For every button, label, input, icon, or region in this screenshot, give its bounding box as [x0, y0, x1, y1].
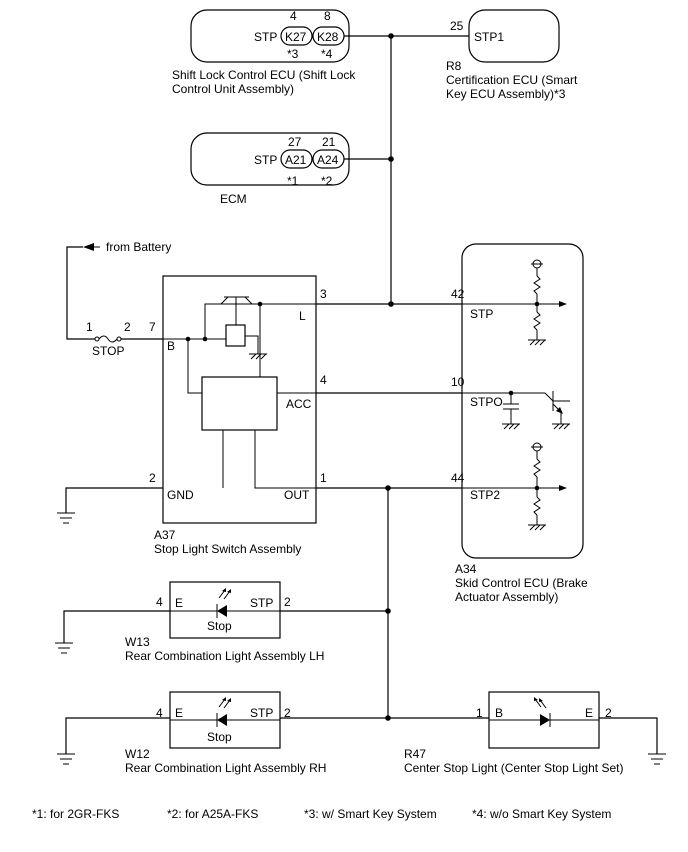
rh-name: Rear Combination Light Assembly RH [125, 761, 326, 775]
rear-light-lh: 4 E STP 2 Stop W13 Rear Combination Ligh… [55, 581, 388, 663]
cert-code: R8 [446, 59, 462, 73]
ecm-name: ECM [220, 192, 247, 206]
center-name: Center Stop Light (Center Stop Light Set… [404, 761, 623, 775]
skid-term-stp: STP [470, 307, 493, 321]
note-star4: *4 [321, 47, 333, 61]
skid-pin-42: 42 [451, 287, 465, 301]
note-star2: *2 [321, 174, 333, 188]
switch-term-l: L [299, 309, 306, 323]
footnote-1: *1: for 2GR-FKS [32, 807, 119, 821]
shift-lock-ecu-name-1: Shift Lock Control ECU (Shift Lock [172, 68, 356, 82]
switch-pin-7: 7 [149, 320, 156, 334]
rear-light-rh: 4 E STP 2 Stop W12 Rear Combination Ligh… [57, 691, 489, 775]
stop-fuse: 1 2 STOP [86, 320, 163, 358]
switch-pin-3: 3 [320, 287, 327, 301]
skid-code: A34 [455, 562, 477, 576]
skid-control-ecu: 42 STP 10 STPO 44 STP2 A34 Skid Control … [451, 243, 588, 604]
fuse-pin-2: 2 [124, 320, 131, 334]
center-code: R47 [404, 747, 426, 761]
lh-term-stp: STP [250, 596, 273, 610]
footnote-2: *2: for A25A-FKS [167, 807, 258, 821]
skid-name-2: Actuator Assembly) [455, 590, 558, 604]
ecm-stp-terminal: STP [254, 153, 277, 167]
pin-4: 4 [290, 9, 297, 23]
lh-term-e: E [175, 596, 183, 610]
lh-pin-4: 4 [156, 595, 163, 609]
pin-25: 25 [450, 19, 464, 33]
switch-name: Stop Light Switch Assembly [154, 542, 301, 556]
rh-pin-2: 2 [284, 706, 291, 720]
cert-stp1-terminal: STP1 [474, 30, 504, 44]
connector-a21: A21 [285, 153, 307, 167]
pin-8: 8 [324, 9, 331, 23]
cert-name-2: Key ECU Assembly)*3 [446, 87, 566, 101]
switch-to-ecu-wiring [316, 303, 462, 721]
switch-pin-1: 1 [320, 471, 327, 485]
shift-lock-ecu: STP K27 K28 4 8 *3 *4 Shift Lock Control… [172, 9, 356, 96]
rh-term-e: E [175, 706, 183, 720]
fuse-pin-1: 1 [86, 320, 93, 334]
cert-name-1: Certification ECU (Smart [446, 73, 578, 87]
stop-light-switch: 7 B 3 L 4 ACC 2 GND 1 OUT A37 Stop Light… [149, 275, 327, 556]
footnote-3: *3: w/ Smart Key System [304, 807, 437, 821]
switch-term-b: B [167, 339, 175, 353]
pin-21: 21 [322, 135, 336, 149]
connector-k27: K27 [285, 30, 307, 44]
switch-pin-4: 4 [320, 373, 327, 387]
skid-pin-44: 44 [451, 471, 465, 485]
switch-ground [57, 487, 163, 524]
note-star1: *1 [287, 174, 299, 188]
lh-name: Rear Combination Light Assembly LH [125, 649, 324, 663]
from-battery-label: from Battery [106, 240, 171, 254]
ecm: STP A21 A24 27 21 *1 *2 ECM [190, 132, 350, 206]
battery-feed: from Battery [66, 240, 171, 340]
top-wiring [344, 33, 469, 307]
pin-27: 27 [288, 135, 302, 149]
shift-lock-ecu-name-2: Control Unit Assembly) [172, 82, 294, 96]
skid-term-stpo: STPO [470, 395, 503, 409]
switch-pin-2: 2 [149, 471, 156, 485]
skid-term-stp2: STP2 [470, 488, 500, 502]
rh-pin-4: 4 [156, 706, 163, 720]
fuse-label: STOP [92, 344, 124, 358]
center-pin-2: 2 [605, 706, 612, 720]
lh-lamp-label: Stop [207, 619, 232, 633]
switch-term-acc: ACC [286, 397, 312, 411]
switch-term-gnd: GND [167, 488, 194, 502]
footnote-4: *4: w/o Smart Key System [472, 807, 611, 821]
lh-pin-2: 2 [284, 595, 291, 609]
center-term-b: B [495, 706, 503, 720]
center-stop-light: 1 B E 2 R47 Center Stop Light (Center St… [404, 691, 666, 775]
center-term-e: E [585, 706, 593, 720]
skid-name-1: Skid Control ECU (Brake [455, 576, 588, 590]
footnotes: *1: for 2GR-FKS *2: for A25A-FKS *3: w/ … [32, 807, 611, 821]
switch-term-out: OUT [284, 488, 310, 502]
skid-pin-10: 10 [451, 375, 465, 389]
rh-lamp-label: Stop [207, 730, 232, 744]
rh-term-stp: STP [250, 706, 273, 720]
rh-code: W12 [125, 747, 150, 761]
note-star3: *3 [287, 47, 299, 61]
connector-k28: K28 [317, 30, 339, 44]
certification-ecu: STP1 25 R8 Certification ECU (Smart Key … [446, 9, 578, 101]
connector-a24: A24 [317, 153, 339, 167]
lh-code: W13 [125, 635, 150, 649]
center-pin-1: 1 [476, 706, 483, 720]
shift-lock-stp-terminal: STP [254, 30, 277, 44]
switch-code: A37 [154, 528, 176, 542]
